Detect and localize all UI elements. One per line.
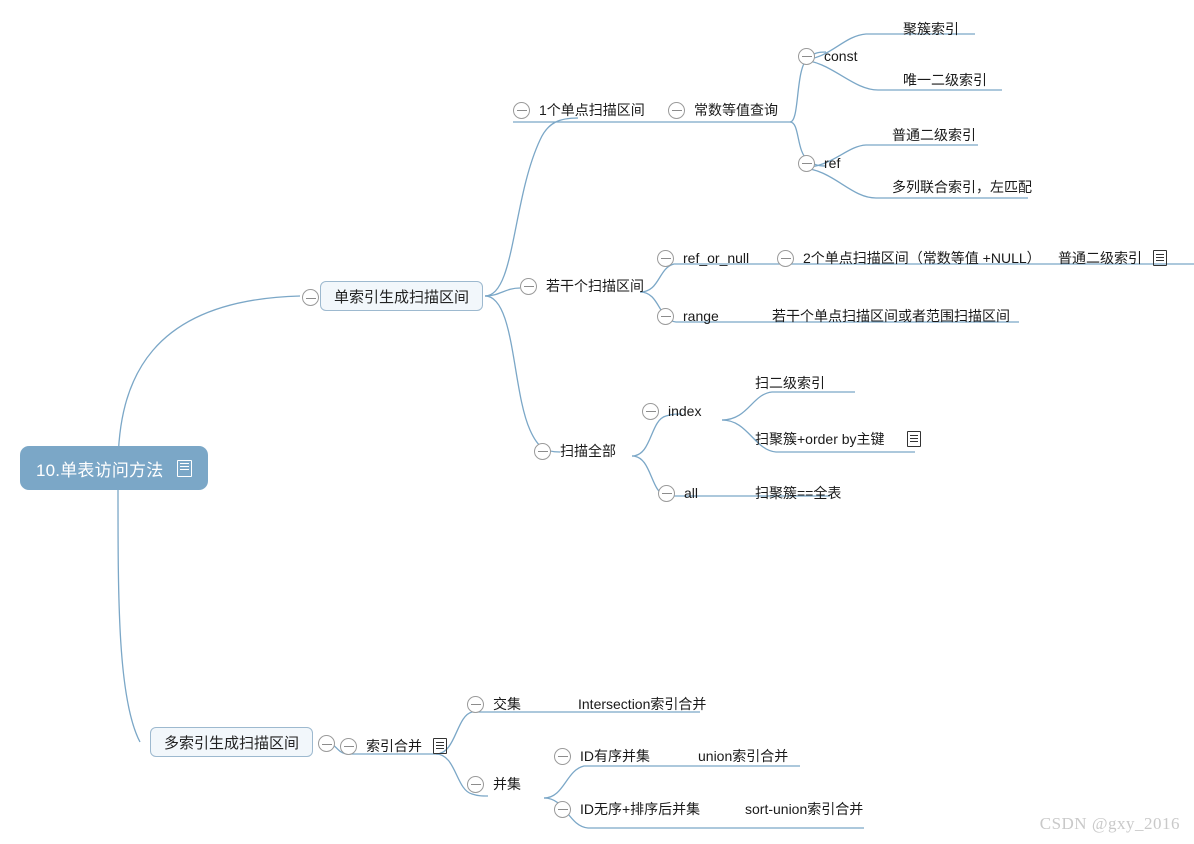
node-index-merge-label: 索引合并 [366, 738, 422, 754]
node-ref-or-null[interactable]: ref_or_null [657, 247, 749, 269]
toggle-index-merge[interactable] [340, 737, 357, 755]
node-unique-secondary-index[interactable]: 唯一二级索引 [903, 69, 987, 91]
toggle-id-unordered-union[interactable] [554, 800, 571, 818]
node-index[interactable]: index [642, 400, 701, 422]
node-normal-secondary-index-2[interactable]: 普通二级索引 [1058, 247, 1167, 269]
edge-index-to-scan-secondary [721, 391, 855, 421]
root-label: 10.单表访问方法 [36, 460, 164, 480]
node-intersection-label: 交集 [493, 696, 521, 712]
node-index-label: index [668, 403, 702, 419]
node-intersection-merge-label: Intersection索引合并 [578, 696, 707, 712]
node-one-point-range-label: 1个单点扫描区间 [539, 102, 645, 118]
watermark: CSDN @gxy_2016 [1039, 814, 1180, 833]
toggle-union[interactable] [467, 775, 484, 793]
note-icon[interactable] [433, 738, 447, 754]
node-all-label: all [684, 485, 699, 501]
toggle-ref-or-null[interactable] [657, 249, 674, 267]
node-scan-clustered-orderby[interactable]: 扫聚簇+order by主键 [755, 428, 921, 450]
node-ref-or-null-label: ref_or_null [683, 250, 750, 266]
toggle-index[interactable] [642, 402, 659, 420]
edge-union-to-ordered [543, 765, 800, 799]
node-intersection[interactable]: 交集 [467, 693, 521, 715]
node-one-point-range[interactable]: 1个单点扫描区间 [513, 99, 645, 121]
note-icon[interactable] [1153, 250, 1167, 266]
node-scan-all-label: 扫描全部 [560, 443, 616, 459]
edge-root-multi-index [117, 489, 141, 743]
node-const-label: const [824, 48, 858, 64]
node-multi-index[interactable]: 多索引生成扫描区间 [150, 727, 314, 757]
root-node[interactable]: 10.单表访问方法 [20, 446, 209, 490]
toggle-range[interactable] [657, 307, 674, 325]
edge-single-to-several [484, 287, 521, 297]
node-index-merge[interactable]: 索引合并 [340, 735, 447, 757]
node-sort-union-merge-label: sort-union索引合并 [745, 801, 864, 817]
node-union[interactable]: 并集 [467, 773, 521, 795]
node-clustered-index-label: 聚簇索引 [903, 21, 959, 37]
node-normal-secondary-index[interactable]: 普通二级索引 [892, 124, 976, 146]
node-ref[interactable]: ref [798, 152, 840, 174]
toggle-intersection[interactable] [467, 695, 484, 713]
node-id-ordered-union[interactable]: ID有序并集 [554, 745, 650, 767]
node-scan-secondary-index[interactable]: 扫二级索引 [755, 372, 825, 394]
node-union-merge[interactable]: union索引合并 [698, 745, 788, 767]
node-two-point-ranges-label: 2个单点扫描区间（常数等值 +NULL） [803, 250, 1041, 266]
toggle-single-index[interactable] [302, 289, 319, 306]
toggle-multi-index[interactable] [318, 735, 335, 752]
toggle-const-equal-query[interactable] [668, 101, 685, 119]
node-single-index[interactable]: 单索引生成扫描区间 [320, 281, 484, 311]
toggle-const[interactable] [798, 47, 815, 65]
toggle-all[interactable] [658, 484, 675, 502]
node-union-label: 并集 [493, 776, 521, 792]
node-range-desc[interactable]: 若干个单点扫描区间或者范围扫描区间 [772, 305, 1010, 327]
toggle-ref[interactable] [798, 154, 815, 172]
node-scan-clustered-full-label: 扫聚簇==全表 [755, 485, 842, 501]
node-union-merge-label: union索引合并 [698, 748, 789, 764]
node-scan-clustered-orderby-label: 扫聚簇+order by主键 [755, 431, 885, 447]
node-const-equal-query[interactable]: 常数等值查询 [668, 99, 778, 121]
node-scan-clustered-full[interactable]: 扫聚簇==全表 [755, 482, 841, 504]
node-range-label: range [683, 308, 719, 324]
node-two-point-ranges[interactable]: 2个单点扫描区间（常数等值 +NULL） [777, 247, 1041, 269]
node-single-index-label: 单索引生成扫描区间 [334, 288, 470, 306]
node-unique-secondary-index-label: 唯一二级索引 [903, 72, 987, 88]
node-normal-secondary-index-2-label: 普通二级索引 [1058, 250, 1142, 266]
node-id-ordered-union-label: ID有序并集 [580, 748, 650, 764]
node-const[interactable]: const [798, 45, 857, 67]
toggle-id-ordered-union[interactable] [554, 747, 571, 765]
node-range-desc-label: 若干个单点扫描区间或者范围扫描区间 [772, 308, 1010, 324]
node-multi-column-joint-index[interactable]: 多列联合索引，左匹配 [892, 176, 1032, 198]
node-multi-column-joint-index-label: 多列联合索引，左匹配 [892, 179, 1032, 195]
toggle-scan-all[interactable] [534, 442, 551, 460]
node-scan-secondary-index-label: 扫二级索引 [755, 375, 825, 391]
node-const-equal-query-label: 常数等值查询 [694, 102, 778, 118]
edge-single-to-scanall [484, 295, 561, 453]
node-intersection-merge[interactable]: Intersection索引合并 [578, 693, 706, 715]
node-all[interactable]: all [658, 482, 698, 504]
note-icon[interactable] [177, 459, 193, 477]
toggle-several-ranges[interactable] [520, 277, 537, 295]
node-several-ranges-label: 若干个扫描区间 [546, 278, 644, 294]
toggle-one-point-range[interactable] [513, 101, 530, 119]
node-normal-secondary-index-label: 普通二级索引 [892, 127, 976, 143]
node-several-ranges[interactable]: 若干个扫描区间 [520, 275, 644, 297]
node-range[interactable]: range [657, 305, 719, 327]
node-clustered-index[interactable]: 聚簇索引 [903, 18, 959, 40]
node-ref-label: ref [824, 155, 841, 171]
node-sort-union-merge[interactable]: sort-union索引合并 [745, 798, 863, 820]
node-id-unordered-union[interactable]: ID无序+排序后并集 [554, 798, 700, 820]
note-icon[interactable] [906, 431, 921, 447]
node-multi-index-label: 多索引生成扫描区间 [164, 734, 300, 752]
node-scan-all[interactable]: 扫描全部 [534, 440, 616, 462]
toggle-two-point-ranges[interactable] [777, 249, 794, 267]
edge-single-to-one-point [484, 117, 579, 297]
node-id-unordered-union-label: ID无序+排序后并集 [580, 801, 701, 817]
edge-root-single-index [117, 295, 301, 469]
